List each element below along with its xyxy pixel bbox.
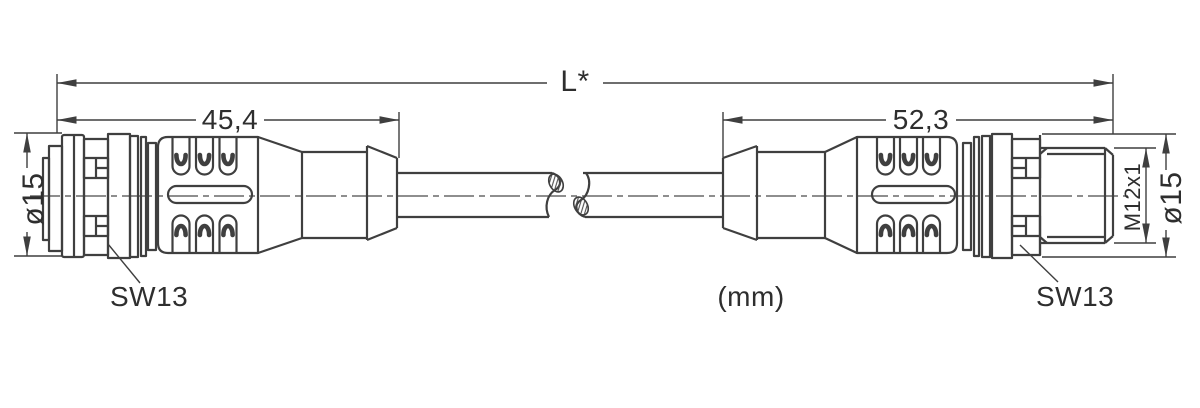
left-connector — [41, 132, 399, 260]
cable — [397, 171, 723, 219]
right-connector-length-label: 52,3 — [893, 104, 950, 135]
left-wrench-size-label: SW13 — [110, 281, 188, 312]
callout-right-wrench-size: SW13 — [1019, 244, 1114, 312]
left-connector-molded-body — [156, 135, 260, 255]
left-diameter-label: ø15 — [17, 172, 50, 225]
left-connector-bend-protection-flare — [365, 144, 399, 242]
dimension-left-diameter: ø15 — [14, 132, 62, 257]
left-connector-grip-slots — [82, 156, 110, 238]
dimension-left-connector-length: 45,4 — [57, 104, 400, 158]
overall-length-label: L* — [560, 65, 589, 98]
right-connector-barrel — [1010, 137, 1042, 257]
left-connector-barrel — [82, 137, 110, 257]
left-connector-front-rim — [47, 144, 64, 253]
right-connector-grip-slots — [1010, 156, 1042, 238]
callout-left-wrench-size: SW13 — [107, 243, 188, 312]
thread-size-label: M12x1 — [1120, 163, 1145, 232]
left-connector-strain-relief-cone — [257, 135, 304, 255]
dimension-thread-size: M12x1 — [1114, 147, 1156, 244]
cable-right-section — [583, 171, 723, 219]
right-connector — [721, 132, 1115, 260]
left-connector-length-label: 45,4 — [202, 104, 259, 135]
left-connector-corrugations — [173, 137, 237, 253]
right-connector-corrugations — [877, 137, 940, 253]
cable-break-left-hatch — [547, 173, 565, 193]
left-wrench-leader-line — [107, 243, 141, 284]
dimension-right-connector-length: 52,3 — [722, 104, 1113, 158]
right-connector-strain-relief-cone — [823, 136, 858, 254]
right-connector-label-slot — [870, 184, 957, 205]
left-connector-label-slot — [166, 184, 254, 205]
right-connector-strain-relief-cylinder — [757, 150, 825, 240]
right-connector-thread — [1038, 135, 1115, 255]
left-connector-strain-relief-cylinder — [302, 150, 367, 240]
right-wrench-size-label: SW13 — [1036, 281, 1114, 312]
right-wrench-leader-line — [1019, 244, 1059, 283]
dimension-right-diameter: ø15 — [1042, 133, 1188, 258]
right-connector-bend-protection-flare — [721, 144, 759, 242]
right-connector-seal-rings — [961, 134, 992, 259]
cable-break-right-hatch — [572, 196, 590, 216]
units-label: (mm) — [717, 281, 784, 312]
left-connector-seal-rings — [128, 134, 158, 259]
cable-left-section — [397, 171, 552, 219]
right-diameter-label: ø15 — [1155, 171, 1188, 224]
right-connector-molded-body — [855, 135, 959, 255]
